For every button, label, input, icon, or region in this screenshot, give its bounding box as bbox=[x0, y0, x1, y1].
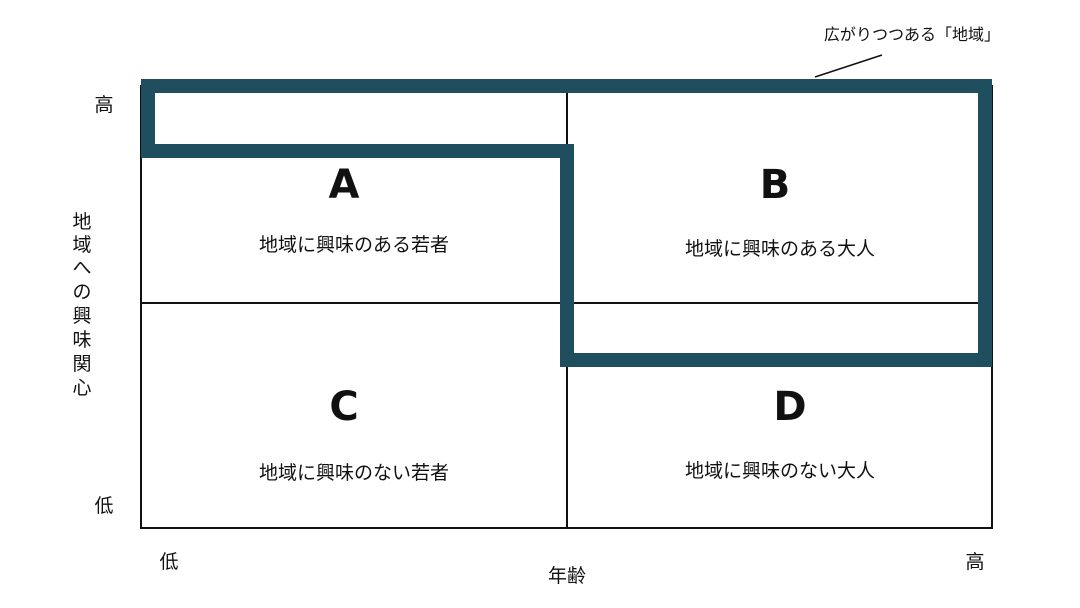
x-axis-title: 年齢 bbox=[548, 565, 586, 587]
quadrant-b-description: 地域に興味のある大人 bbox=[685, 238, 875, 260]
y-axis-high-label: 高 bbox=[94, 94, 113, 116]
callout-label: 広がりつつある「地域」 bbox=[824, 25, 1000, 44]
y-axis-title-char: の bbox=[72, 281, 91, 303]
y-axis-title-char: へ bbox=[72, 257, 91, 279]
quadrant-c-description: 地域に興味のない若者 bbox=[259, 462, 449, 484]
y-axis-title: 地 域 へ の 興 味 関 心 bbox=[72, 211, 91, 399]
expanding-region-outline bbox=[141, 79, 992, 367]
quadrant-c-letter: C bbox=[329, 384, 358, 430]
x-axis-low-label: 低 bbox=[159, 551, 178, 573]
y-axis-title-char: 域 bbox=[72, 234, 91, 256]
quadrant-b-letter: B bbox=[760, 162, 791, 208]
quadrant-a-description: 地域に興味のある若者 bbox=[259, 234, 449, 256]
y-axis-title-char: 心 bbox=[72, 377, 91, 399]
y-axis-title-char: 地 bbox=[72, 211, 91, 233]
quadrant-d-description: 地域に興味のない大人 bbox=[685, 460, 875, 482]
quadrant-d-letter: D bbox=[773, 384, 806, 430]
x-axis-high-label: 高 bbox=[965, 551, 984, 573]
callout-leader-line bbox=[814, 54, 883, 78]
y-axis-low-label: 低 bbox=[94, 495, 113, 517]
y-axis-title-char: 興 bbox=[72, 305, 91, 327]
y-axis-title-char: 関 bbox=[72, 353, 91, 375]
y-axis-title-char: 味 bbox=[72, 329, 91, 351]
quadrant-a-letter: A bbox=[329, 162, 360, 208]
